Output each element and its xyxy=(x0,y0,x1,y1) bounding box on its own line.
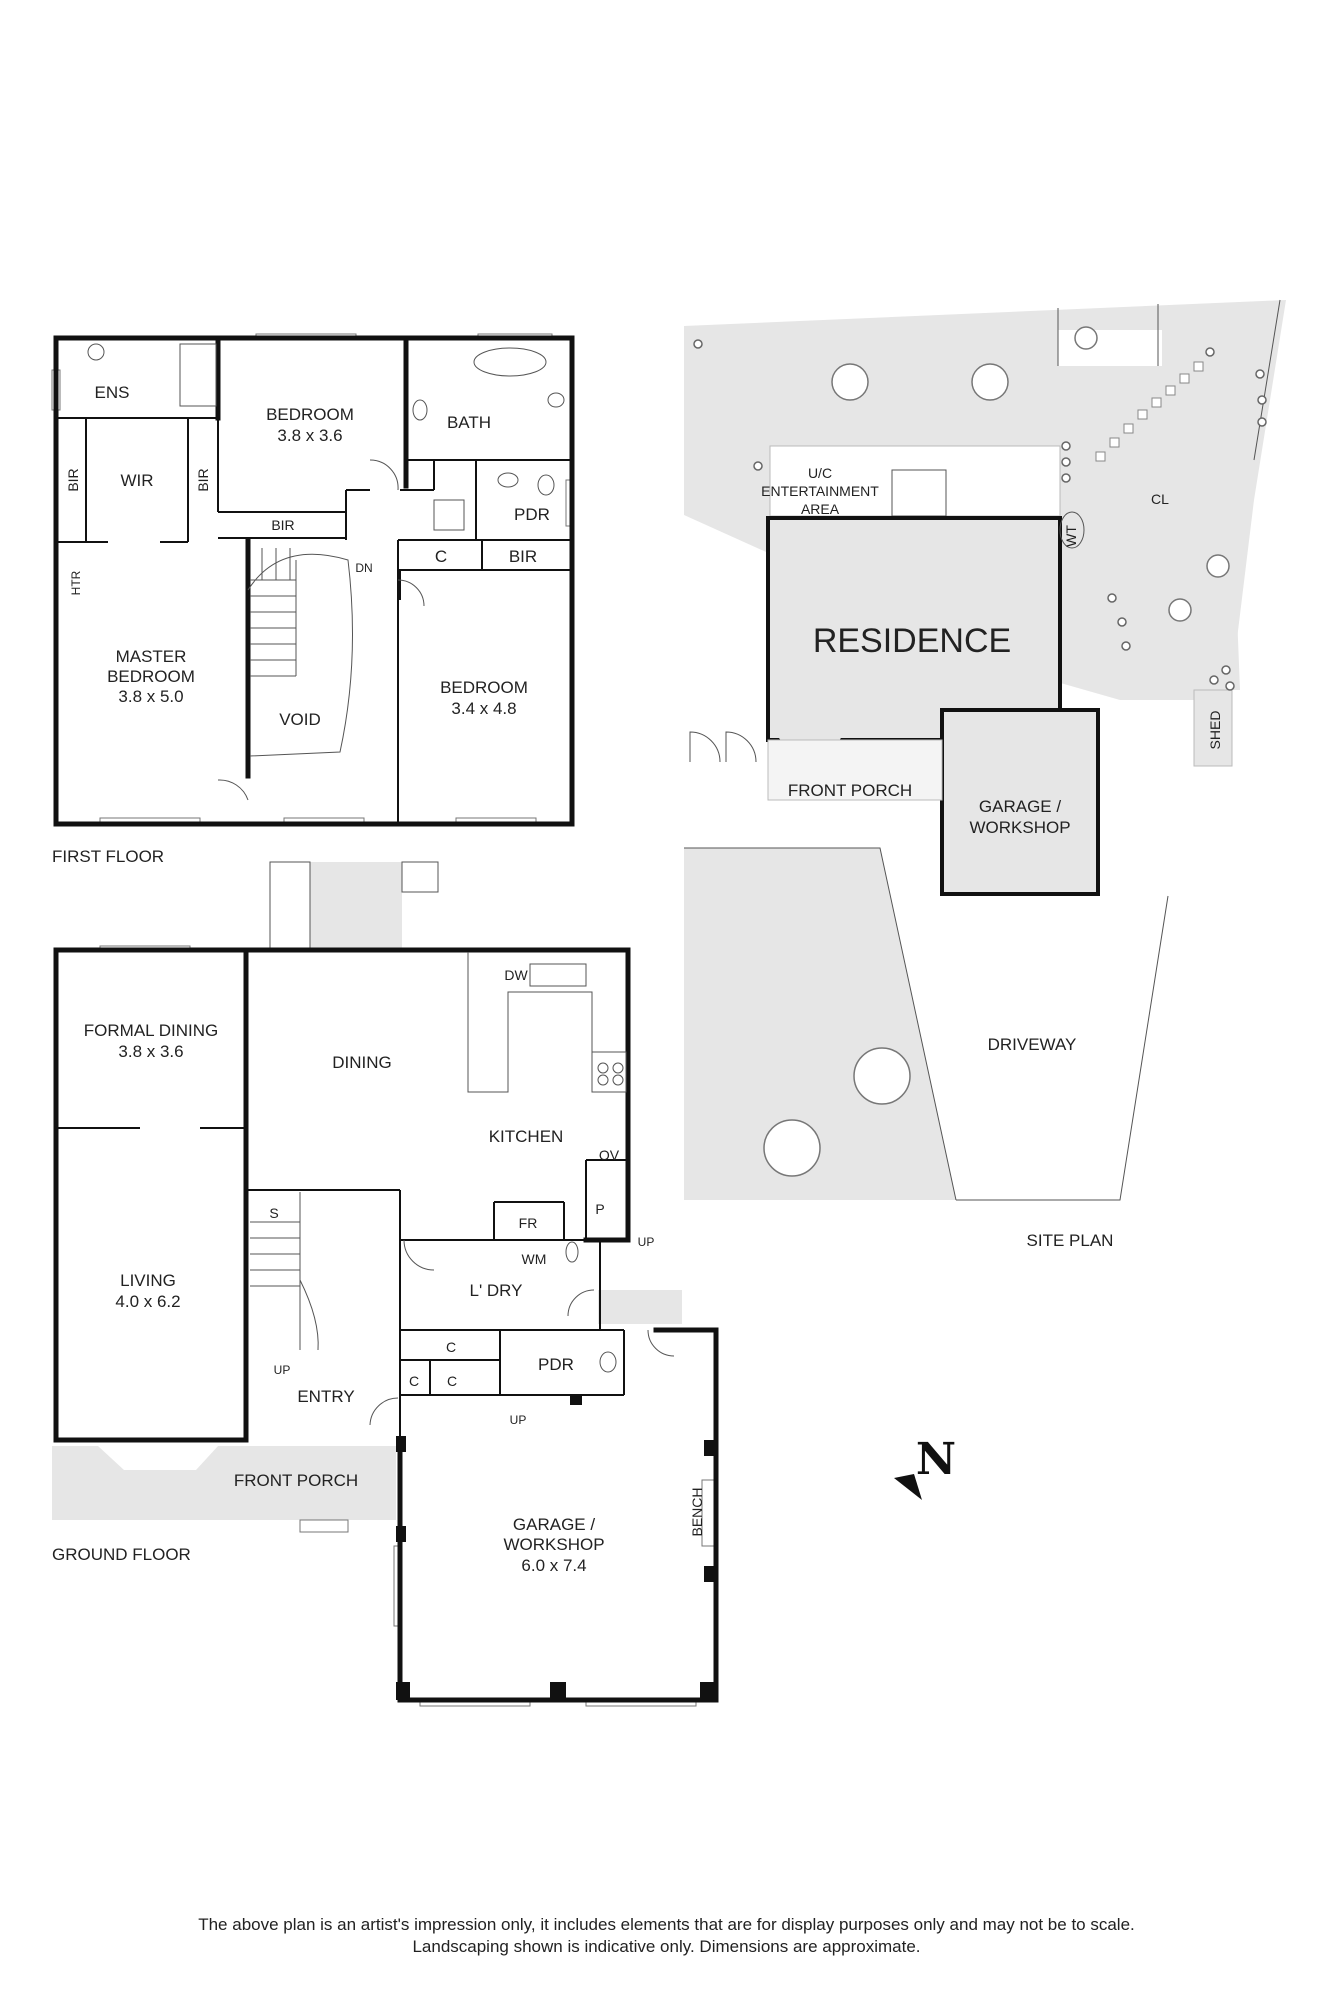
stair-dn-label: DN xyxy=(355,561,372,575)
master-bedroom-dim: 3.8 x 5.0 xyxy=(118,687,183,706)
garage-name-1: GARAGE / xyxy=(513,1515,595,1534)
room-pdr-first: PDR xyxy=(514,505,550,524)
bedroom2-name: BEDROOM xyxy=(440,678,528,697)
room-void: VOID xyxy=(279,710,321,729)
room-c-3: C xyxy=(447,1373,457,1389)
dishwasher-label: DW xyxy=(504,967,528,983)
htr-label: HTR xyxy=(69,570,83,595)
tree-icon xyxy=(1074,326,1098,350)
tree-icon xyxy=(1168,598,1192,622)
room-bir-right: BIR xyxy=(509,547,537,566)
site-garage-1: GARAGE / xyxy=(979,797,1061,816)
site-garage-2: WORKSHOP xyxy=(969,818,1070,837)
shed-label: SHED xyxy=(1207,711,1223,750)
room-ens: ENS xyxy=(95,383,130,402)
oven-label: OV xyxy=(599,1147,620,1163)
water-tank-label: WT xyxy=(1063,525,1079,547)
storage-label: S xyxy=(269,1205,278,1221)
tree-icon xyxy=(831,363,869,401)
garage-dim: 6.0 x 7.4 xyxy=(521,1556,586,1575)
north-arrow: N xyxy=(894,1434,956,1500)
room-pdr-ground: PDR xyxy=(538,1355,574,1374)
room-living-name: LIVING xyxy=(120,1271,176,1290)
disclaimer-line-1: The above plan is an artist's impression… xyxy=(198,1915,1135,1934)
clothesline-label: CL xyxy=(1151,491,1169,507)
site-plan-title: SITE PLAN xyxy=(1027,1231,1114,1250)
driveway-label: DRIVEWAY xyxy=(988,1035,1077,1054)
room-formal-dining-name: FORMAL DINING xyxy=(84,1021,218,1040)
room-laundry: L' DRY xyxy=(469,1281,522,1300)
ground-floor-plan: FORMAL DINING 3.8 x 3.6 DINING DW KITCHE… xyxy=(52,861,719,1707)
stair-up-label: UP xyxy=(274,1363,291,1377)
room-wir: WIR xyxy=(120,471,153,490)
room-c-1: C xyxy=(446,1339,456,1355)
uc-label-1: U/C xyxy=(808,465,832,481)
room-formal-dining-dim: 3.8 x 3.6 xyxy=(118,1042,183,1061)
bedroom1-name: BEDROOM xyxy=(266,405,354,424)
room-living-dim: 4.0 x 6.2 xyxy=(115,1292,180,1311)
tree-icon xyxy=(763,1119,821,1177)
north-label: N xyxy=(916,1434,956,1485)
north-arrow-icon xyxy=(894,1474,922,1500)
room-dining: DINING xyxy=(332,1053,392,1072)
room-bath: BATH xyxy=(447,413,491,432)
uc-label-2: ENTERTAINMENT xyxy=(761,483,879,499)
room-bir-mid: BIR xyxy=(271,517,294,533)
master-bedroom-name-1: MASTER xyxy=(116,647,187,666)
room-bir-left-2: BIR xyxy=(195,468,211,491)
site-front-porch: FRONT PORCH xyxy=(788,781,912,800)
pantry-label: P xyxy=(595,1201,604,1217)
washing-machine-label: WM xyxy=(522,1251,547,1267)
master-bedroom-name-2: BEDROOM xyxy=(107,667,195,686)
uc-label-3: AREA xyxy=(801,501,840,517)
tree-icon xyxy=(853,1047,911,1105)
shed xyxy=(1193,689,1233,767)
bedroom1-dim: 3.8 x 3.6 xyxy=(277,426,342,445)
room-front-porch: FRONT PORCH xyxy=(234,1471,358,1490)
ground-floor-title: GROUND FLOOR xyxy=(52,1545,191,1564)
room-kitchen: KITCHEN xyxy=(489,1127,564,1146)
room-c-first: C xyxy=(435,547,447,566)
room-entry: ENTRY xyxy=(297,1387,354,1406)
fridge-label: FR xyxy=(519,1215,538,1231)
disclaimer-line-2: Landscaping shown is indicative only. Di… xyxy=(412,1937,921,1956)
garage-name-2: WORKSHOP xyxy=(503,1535,604,1554)
room-c-2: C xyxy=(409,1373,419,1389)
first-floor-plan: ENS WIR BIR BIR HTR MASTER BEDROOM 3.8 x… xyxy=(51,333,575,866)
bedroom2-dim: 3.4 x 4.8 xyxy=(451,699,516,718)
bench-label: BENCH xyxy=(689,1487,705,1536)
room-bir-left-1: BIR xyxy=(65,468,81,491)
residence-label: RESIDENCE xyxy=(813,622,1011,660)
first-floor-title: FIRST FLOOR xyxy=(52,847,164,866)
entry-up-label: UP xyxy=(510,1413,527,1427)
tree-icon xyxy=(971,363,1009,401)
laundry-up-label: UP xyxy=(638,1235,655,1249)
tree-icon xyxy=(1206,554,1230,578)
site-plan: U/C ENTERTAINMENT AREA RESIDENCE WT CL S… xyxy=(684,299,1286,1250)
